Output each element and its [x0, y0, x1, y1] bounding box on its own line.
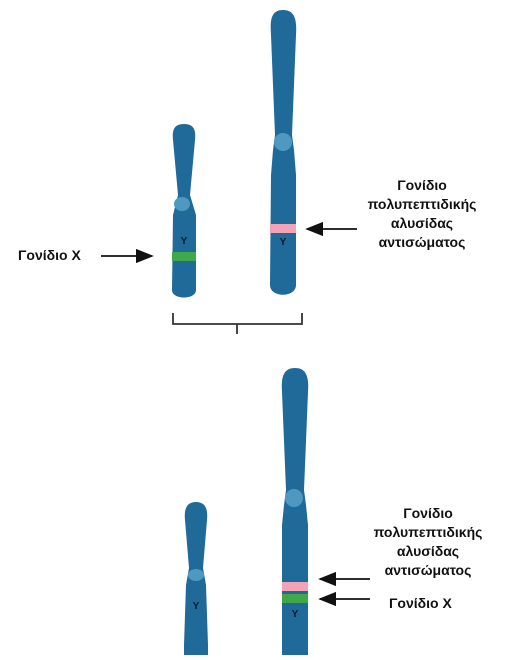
top-small-gene-x-band — [172, 252, 196, 261]
top-large-y-marker: Y — [280, 237, 287, 248]
top-antibody-label-line: αλυσίδας — [352, 214, 492, 233]
top-antibody-label-line: αντισώματος — [352, 233, 492, 252]
bottom-large-gene-x-band — [282, 594, 308, 603]
bottom-large-y-marker: Y — [292, 609, 299, 620]
bottom-antibody-label-line: Γονίδιο — [358, 504, 498, 523]
bottom-large-centromere — [285, 489, 303, 507]
top-large-antibody-band — [270, 224, 296, 233]
bottom-antibody-label-line: αλυσίδας — [358, 542, 498, 561]
top-small-centromere — [174, 197, 190, 211]
top-antibody-label-line: Γονίδιο — [352, 176, 492, 195]
top-small-chromosome: Y — [172, 124, 196, 298]
bottom-large-chromosome: Y — [282, 368, 308, 655]
bottom-small-y-marker: Y — [193, 601, 200, 612]
bottom-small-chromosome: Y — [184, 502, 208, 655]
bottom-small-centromere — [188, 569, 204, 581]
bottom-antibody-gene-label: Γονίδιο πολυπεπτιδικής αλυσίδας αντισώμα… — [358, 504, 498, 580]
bottom-gene-x-label: Γονίδιο Χ — [389, 594, 452, 613]
bottom-antibody-label-line: αντισώματος — [358, 561, 498, 580]
pair-bracket — [173, 313, 302, 334]
top-gene-x-label: Γονίδιο Χ — [18, 246, 81, 265]
top-antibody-label-line: πολυπεπτιδικής — [352, 195, 492, 214]
top-large-centromere — [274, 133, 292, 151]
top-antibody-gene-label: Γονίδιο πολυπεπτιδικής αλυσίδας αντισώμα… — [352, 176, 492, 252]
bottom-antibody-label-line: πολυπεπτιδικής — [358, 523, 498, 542]
bottom-large-antibody-band — [282, 582, 308, 591]
top-large-chromosome: Y — [270, 10, 296, 295]
top-small-y-marker: Y — [181, 236, 188, 247]
